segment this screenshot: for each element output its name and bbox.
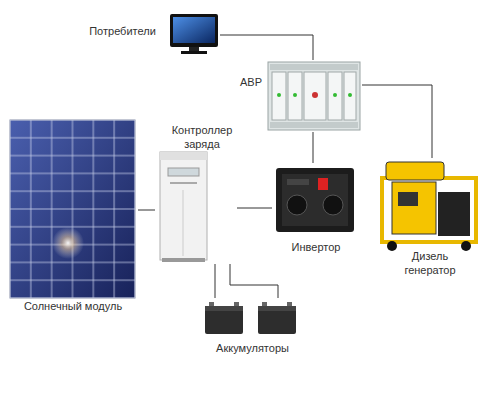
- device-node: Солнечный модуль: [8, 118, 138, 316]
- device-label: Инвертор: [272, 241, 360, 255]
- controller-display: [168, 168, 199, 176]
- connection-wire: [220, 35, 313, 60]
- ats-module: [304, 72, 326, 120]
- connection-wire: [362, 85, 432, 158]
- ats-picture: [268, 62, 360, 130]
- ats-led: [312, 92, 318, 98]
- ats-led: [348, 93, 352, 97]
- device-label: Дизель генератор: [395, 250, 465, 278]
- battery-terminal: [262, 302, 267, 306]
- generator-picture: [382, 162, 476, 251]
- device-node: АВР: [240, 60, 362, 132]
- device-node: Контроллер заряда: [155, 122, 237, 264]
- ats-led: [277, 93, 281, 97]
- connection-wire: [138, 210, 155, 211]
- generator-frame: [382, 178, 476, 242]
- solar-panel: [10, 120, 135, 298]
- controller-door-line: [183, 190, 184, 256]
- connection-wire: [313, 132, 314, 163]
- ats-module: [328, 72, 342, 120]
- ats-led: [333, 93, 337, 97]
- device-label: АВР: [240, 76, 268, 90]
- generator-engine: [438, 192, 470, 236]
- inverter-socket: [287, 179, 309, 185]
- inverter-front: [282, 174, 348, 226]
- ats-module: [272, 72, 286, 120]
- solar-panel-picture: [10, 120, 135, 298]
- battery-lid: [205, 306, 243, 311]
- generator-tank: [386, 162, 444, 180]
- ats-led: [293, 93, 297, 97]
- battery: [258, 306, 296, 334]
- generator-housing: [392, 182, 436, 234]
- inverter-picture: [276, 168, 354, 232]
- battery: [205, 306, 243, 334]
- battery-terminal: [287, 302, 292, 306]
- controller-picture: [160, 152, 207, 262]
- controller-marking: [170, 182, 197, 184]
- ats-terminals: [270, 64, 358, 70]
- inverter-fan: [323, 195, 343, 215]
- connection-wire: [215, 264, 278, 298]
- tv-stand: [181, 51, 207, 54]
- device-label: Потребители: [80, 25, 165, 39]
- sun-glare: [52, 227, 84, 259]
- device-label: Солнечный модуль: [8, 300, 138, 314]
- ats-terminals: [270, 122, 358, 128]
- tv-picture: [170, 14, 218, 54]
- battery-terminal: [209, 302, 214, 306]
- generator-panel: [398, 192, 418, 206]
- inverter-body: [276, 168, 354, 232]
- inverter-fan: [287, 195, 307, 215]
- controller-cabinet: [160, 152, 207, 260]
- tv-frame: [170, 14, 218, 47]
- device-node: Инвертор: [272, 163, 360, 255]
- ats-panel: [268, 62, 360, 130]
- ats-module: [288, 72, 302, 120]
- inverter-switch: [318, 178, 328, 190]
- device-node: Потребители: [80, 12, 220, 57]
- device-node: Дизель генератор: [375, 158, 483, 276]
- connection-wire: [237, 208, 272, 209]
- controller-base: [162, 258, 205, 262]
- tv-neck: [189, 47, 199, 51]
- tv-screen: [173, 17, 215, 43]
- device-node: Аккумуляторы: [195, 298, 310, 356]
- device-label: Контроллер заряда: [167, 124, 237, 152]
- generator-wheel: [461, 241, 471, 251]
- battery-lid: [258, 306, 296, 311]
- controller-top: [160, 152, 207, 160]
- device-label: Аккумуляторы: [195, 342, 310, 356]
- ats-module: [344, 72, 356, 120]
- solar-cells: [10, 120, 135, 298]
- battery-terminal: [234, 302, 239, 306]
- generator-wheel: [387, 241, 397, 251]
- batteries-picture: [205, 302, 296, 334]
